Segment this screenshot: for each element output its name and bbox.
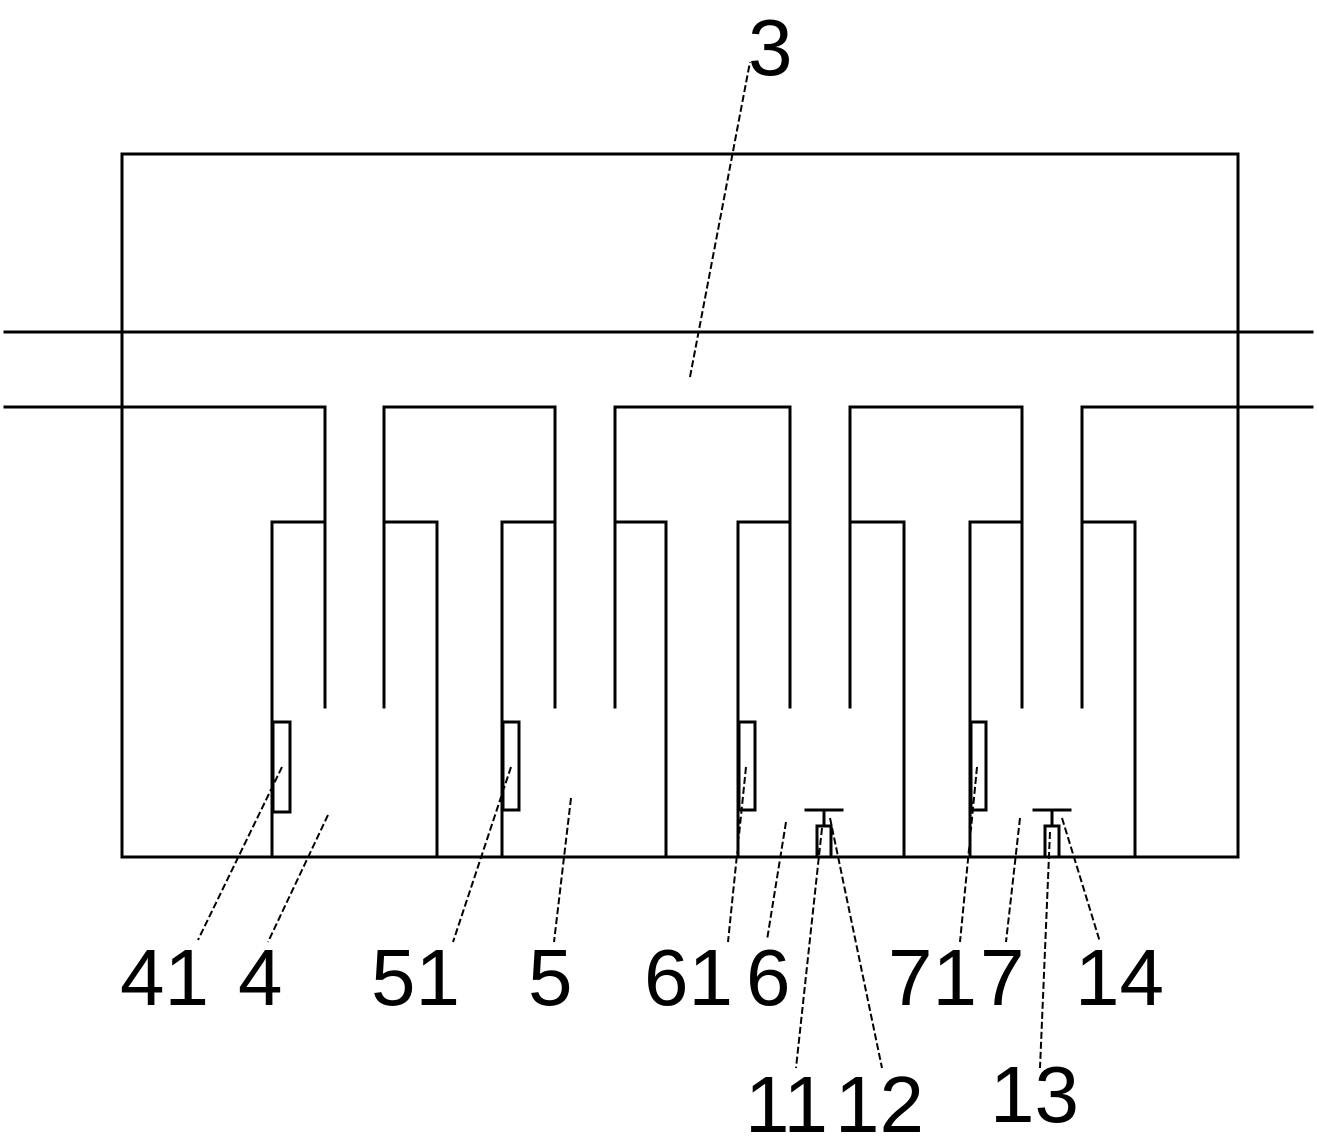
leader-3 (689, 61, 751, 378)
block-51 (501, 720, 521, 812)
chamber-5 (500, 520, 668, 859)
block-61 (737, 720, 757, 812)
label-5: 5 (528, 933, 573, 1022)
leader-41 (197, 766, 283, 941)
label-61: 61 (644, 933, 733, 1022)
leader-71 (959, 766, 978, 943)
leader-7 (1005, 817, 1021, 943)
chamber-6 (736, 520, 906, 859)
chamber-7 (968, 520, 1137, 859)
leader-13 (1039, 831, 1051, 1069)
leader-61 (727, 766, 747, 943)
label-11: 11 (745, 1060, 828, 1141)
leader-51 (452, 766, 512, 943)
label-13: 13 (990, 1050, 1079, 1139)
label-4: 4 (238, 933, 283, 1022)
label-51: 51 (371, 933, 460, 1022)
leader-12 (829, 817, 883, 1069)
label-71: 71 (888, 933, 977, 1022)
label-12: 12 (835, 1060, 924, 1141)
block-41 (271, 720, 292, 814)
label-6: 6 (746, 933, 791, 1022)
leader-6 (766, 821, 787, 941)
label-14: 14 (1075, 933, 1164, 1022)
outer-housing (120, 152, 1240, 859)
block-71 (969, 720, 988, 812)
main-pipe-bottom-with-branches (3, 405, 1314, 709)
leader-5 (553, 797, 572, 943)
valve-13-14 (1032, 808, 1072, 859)
leader-11 (795, 827, 823, 1069)
label-41: 41 (120, 933, 209, 1022)
label-3: 3 (748, 3, 793, 92)
valve-11-12 (804, 808, 844, 859)
leader-14 (1061, 817, 1101, 943)
label-7: 7 (980, 933, 1025, 1022)
chamber-4 (270, 520, 439, 859)
leader-4 (267, 814, 329, 943)
